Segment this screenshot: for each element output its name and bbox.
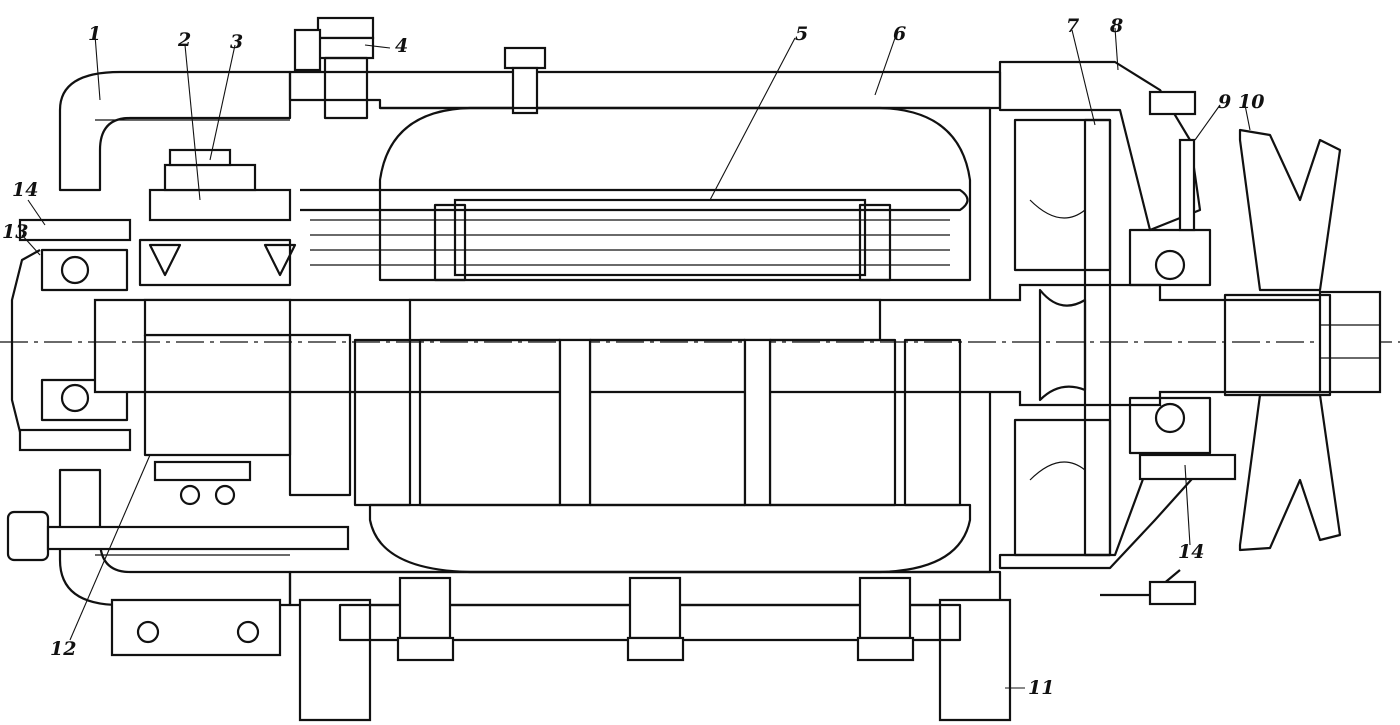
callout-13: 13 — [2, 221, 28, 243]
pulley — [1223, 128, 1342, 552]
callout-7: 7 — [1066, 15, 1079, 37]
callout-labels: 1 2 3 4 5 6 7 8 9 10 11 12 13 14 14 — [2, 15, 1264, 699]
callout-14-left: 14 — [12, 179, 38, 201]
callout-6: 6 — [893, 23, 906, 45]
callout-5: 5 — [795, 23, 808, 45]
rotor-core — [288, 298, 962, 507]
callout-1: 1 — [88, 23, 101, 45]
callout-3: 3 — [230, 31, 243, 53]
stator-winding — [300, 106, 972, 574]
brush-holder — [138, 148, 297, 506]
callout-2: 2 — [177, 29, 191, 51]
mounting-base — [298, 576, 1012, 722]
terminal-stud — [293, 16, 375, 120]
commutator — [143, 298, 292, 457]
callout-11: 11 — [1028, 677, 1054, 699]
right-end-shield — [998, 60, 1237, 606]
leader-lines — [21, 27, 1251, 689]
callout-8: 8 — [1109, 15, 1123, 37]
callout-14-right: 14 — [1178, 541, 1204, 563]
callout-10: 10 — [1238, 91, 1264, 113]
left-end-shield — [6, 70, 350, 657]
callout-4: 4 — [395, 35, 408, 57]
callout-12: 12 — [50, 638, 76, 660]
callout-9: 9 — [1218, 91, 1231, 113]
